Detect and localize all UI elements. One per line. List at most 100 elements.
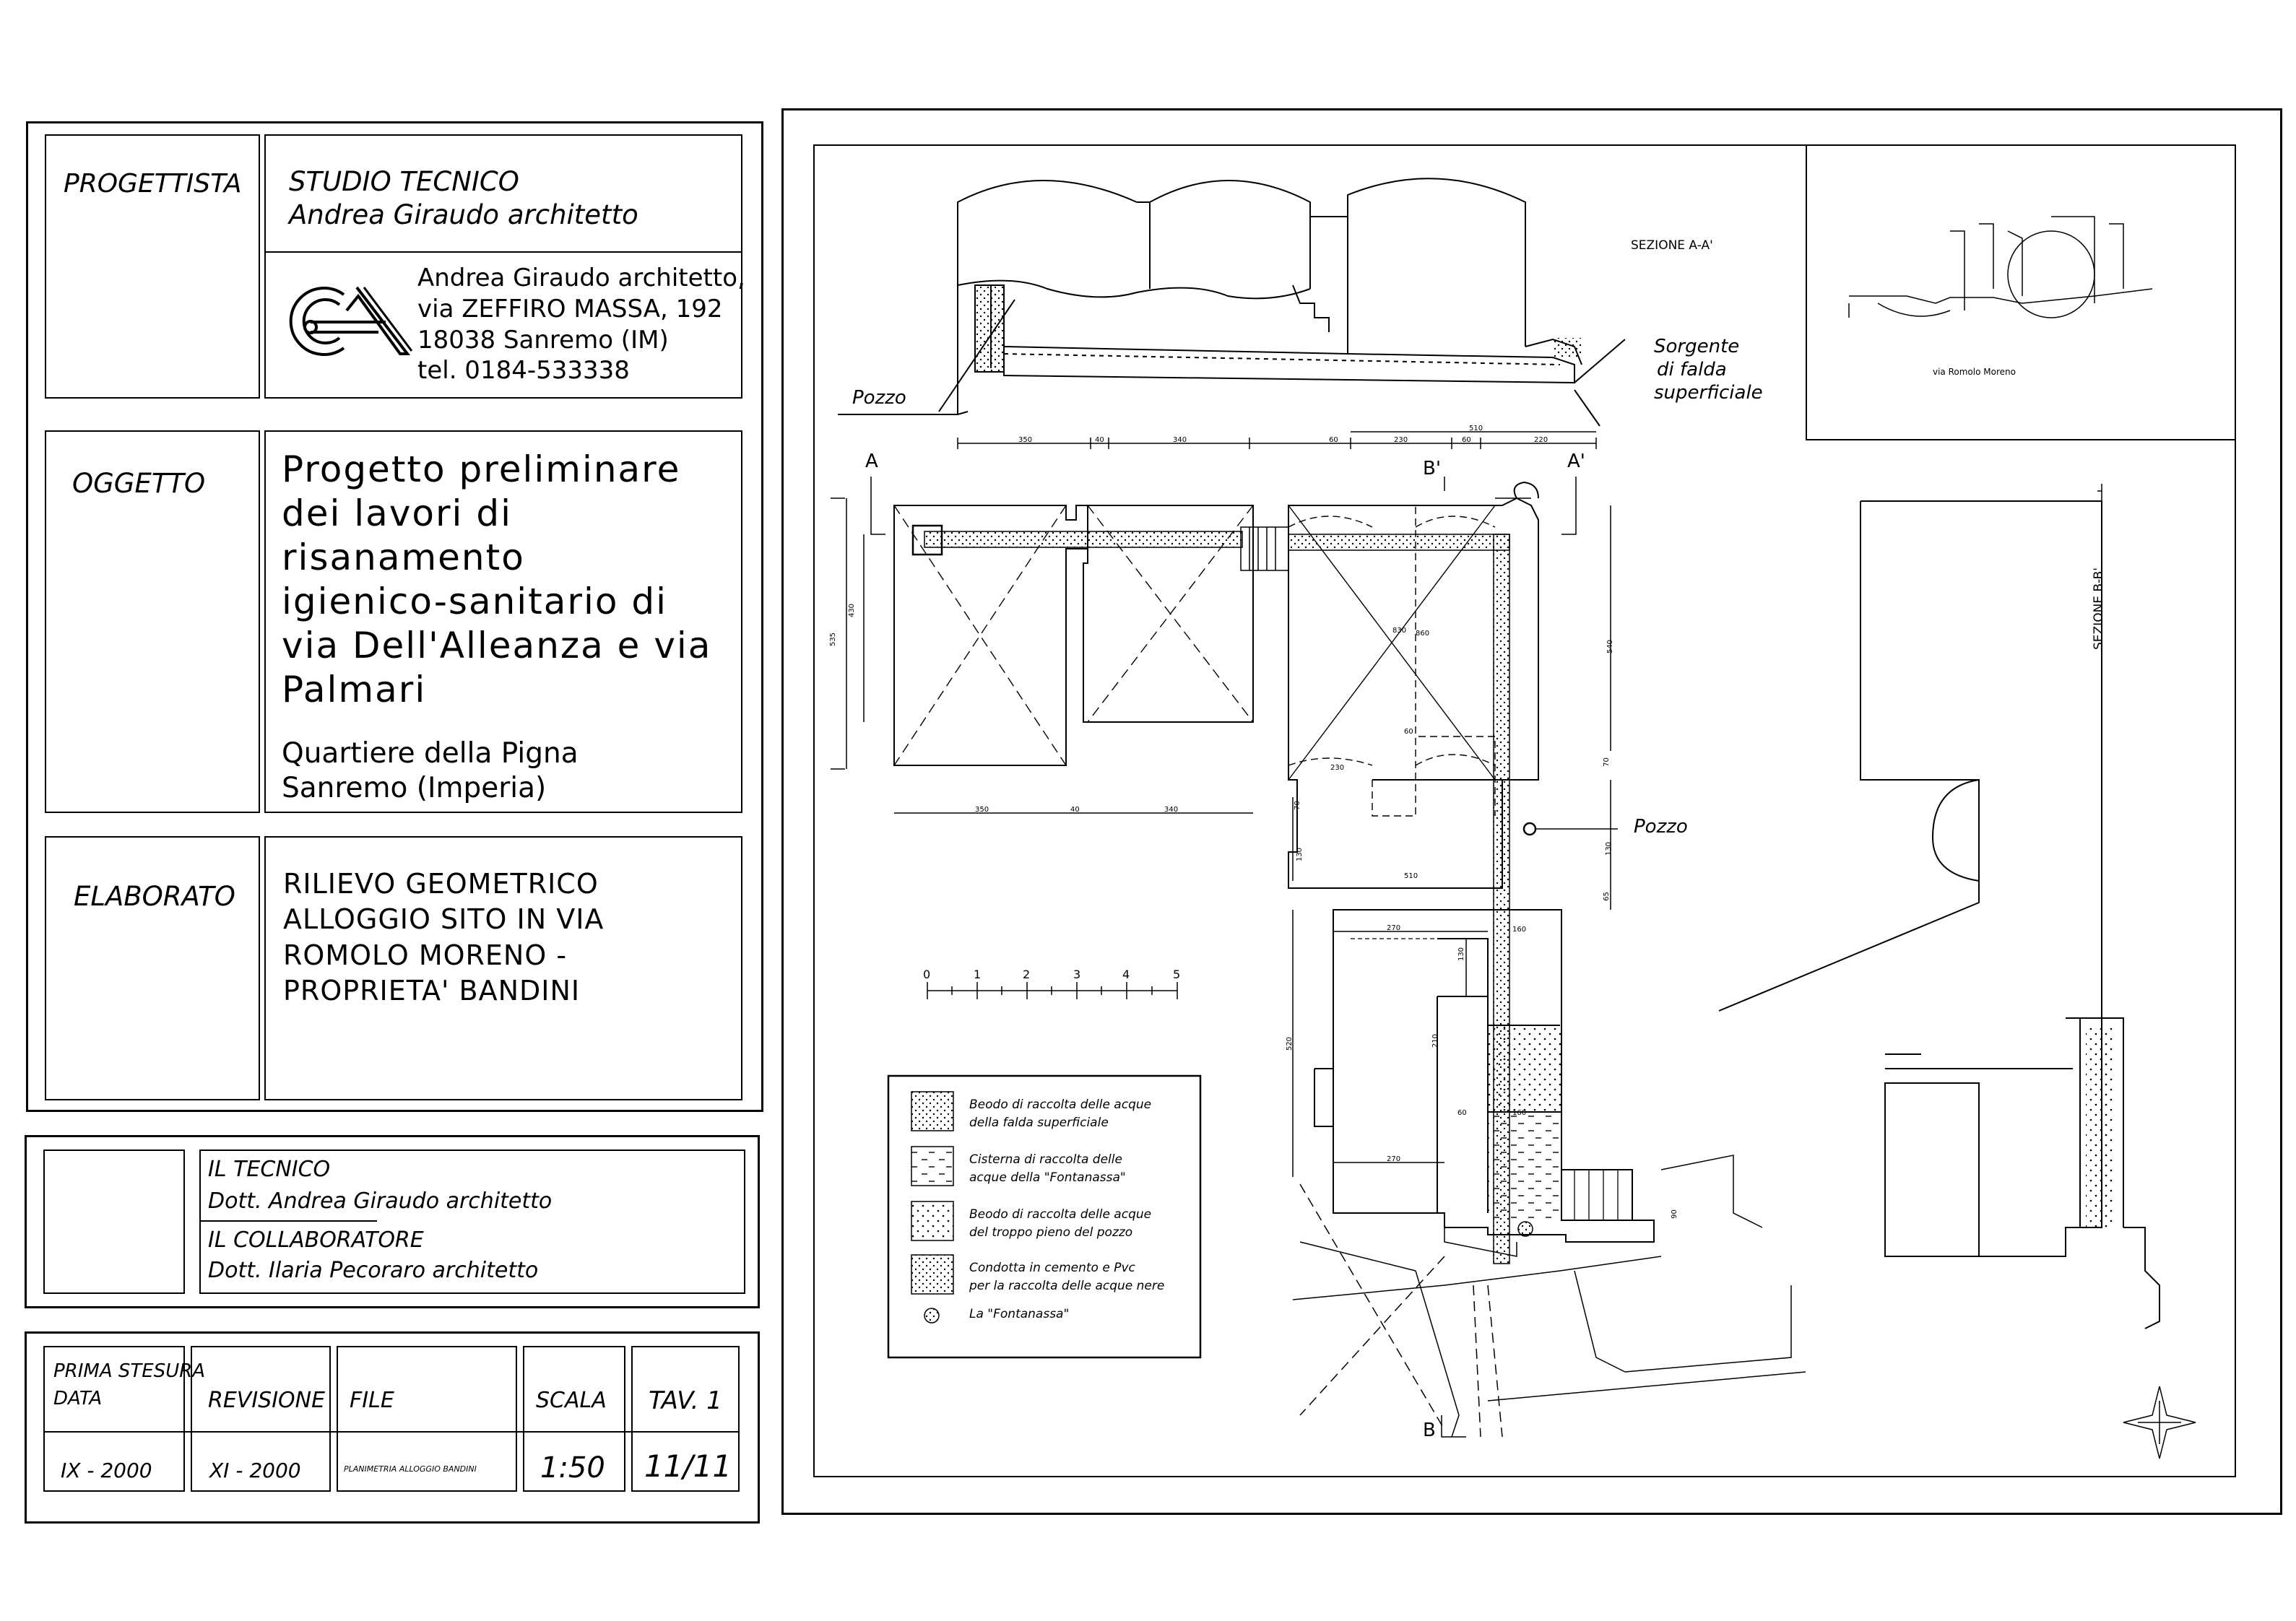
tav-label: TAV. 1 — [649, 1386, 722, 1415]
pozzo-label-center: Pozzo — [1634, 816, 1688, 838]
scale-tick: 1 — [974, 968, 982, 981]
dim-text: 130 — [1457, 947, 1466, 962]
pozzo-center — [1522, 822, 1537, 836]
dim-text: 520 — [1286, 1036, 1294, 1051]
oggetto-line: via Dell'Alleanza e via — [282, 625, 712, 666]
pozzo-top — [911, 524, 943, 556]
street-outlines — [1292, 1155, 1806, 1438]
tecnico-divider — [199, 1220, 377, 1222]
elaborato-label-cell — [45, 836, 260, 1100]
dim-text: 540 — [1606, 639, 1615, 654]
quartiere-line: Sanremo (Imperia) — [282, 772, 547, 805]
collab-label: IL COLLABORATORE — [208, 1227, 424, 1253]
file-label: FILE — [350, 1388, 394, 1413]
elaborato-text: RILIEVO GEOMETRICO ALLOGGIO SITO IN VIA … — [283, 866, 604, 1009]
dim-text: 340 — [1173, 436, 1187, 444]
tecnico-stamp-cell — [43, 1150, 185, 1294]
elaborato-label: ELABORATO — [74, 881, 235, 912]
elaborato-line: ROMOLO MORENO - — [283, 939, 568, 971]
legend-line: Cisterna di raccolta delle — [969, 1152, 1122, 1167]
elaborato-line: RILIEVO GEOMETRICO — [283, 868, 599, 900]
legend-swatch-fontanassa — [924, 1308, 940, 1324]
section-bb — [1718, 484, 2160, 1329]
address-line: Andrea Giraudo architetto, — [417, 264, 745, 292]
legend-item-fontanassa: La "Fontanassa" — [969, 1305, 1069, 1324]
plan-left-rooms — [831, 497, 1254, 814]
sorgente-line: Sorgente — [1654, 336, 1740, 357]
dim-text: 220 — [1534, 436, 1548, 444]
info-cell-tav — [631, 1346, 740, 1492]
dim-text: 510 — [1404, 872, 1418, 880]
oggetto-text: Progetto preliminare dei lavori di risan… — [282, 448, 711, 712]
section-aa — [838, 178, 1626, 427]
location-map-sketch — [1848, 216, 2153, 318]
progettista-label-cell — [45, 134, 260, 399]
dim-text: 210 — [1431, 1033, 1440, 1048]
stairs-top — [1240, 526, 1289, 571]
dimension-lines-plan — [1292, 505, 1611, 1177]
dim-text: 60 — [1404, 728, 1413, 736]
file-value: PLANIMETRIA ALLOGGIO BANDINI — [344, 1464, 477, 1474]
scale-bar — [927, 982, 1178, 999]
dim-text: 40 — [1095, 436, 1104, 444]
dim-text: 270 — [1387, 924, 1401, 932]
scale-tick: 5 — [1173, 968, 1181, 981]
oggetto-line: dei lavori di — [282, 492, 512, 534]
dim-text: 70 — [1293, 801, 1301, 810]
title-block-main — [26, 121, 763, 1112]
legend-item-troppo-pieno: Beodo di raccolta delle acque del troppo… — [969, 1206, 1151, 1241]
sezione-aa-label: SEZIONE A-A' — [1631, 238, 1713, 253]
legend-line: La "Fontanassa" — [969, 1307, 1070, 1321]
oggetto-line: Progetto preliminare — [282, 448, 681, 490]
dim-text: 60 — [1329, 436, 1338, 444]
stesura-label-2: DATA — [53, 1388, 103, 1409]
info-row-divider — [43, 1431, 740, 1433]
sorgente-line: di falda — [1657, 359, 1727, 381]
studio-line-2: Andrea Giraudo architetto — [289, 199, 638, 230]
sezione-bb-label: SEZIONE B-B' — [2092, 568, 2106, 650]
oggetto-label: OGGETTO — [72, 468, 206, 499]
dim-text: 535 — [829, 632, 838, 647]
dim-text: 130 — [1605, 841, 1613, 856]
dim-text: 230 — [1330, 764, 1345, 772]
collab-name: Dott. Ilaria Pecoraro architetto — [208, 1258, 539, 1283]
legend-line: Beodo di raccolta delle acque — [969, 1207, 1152, 1222]
dim-text: 230 — [1394, 436, 1408, 444]
studio-divider — [264, 251, 742, 253]
via-romolo-label: via Romolo Moreno — [1933, 367, 2016, 377]
dim-text: 350 — [975, 806, 989, 814]
oggetto-label-cell — [45, 430, 260, 813]
dim-text: 860 — [1416, 630, 1430, 638]
scala-label: SCALA — [536, 1388, 607, 1413]
pozzo-label-top: Pozzo — [852, 387, 906, 409]
scale-tick: 2 — [1023, 968, 1031, 981]
marker-b: B — [1423, 1420, 1436, 1441]
dim-text: 350 — [1018, 436, 1033, 444]
studio-line-1: STUDIO TECNICO — [289, 166, 519, 197]
tecnico-block — [25, 1135, 760, 1308]
location-map-frame — [1806, 144, 2236, 440]
dim-text: 160 — [1512, 1109, 1527, 1117]
oggetto-line: igienico-sanitario di — [282, 581, 667, 622]
info-cell-stesura — [43, 1346, 185, 1492]
drain-channel-top — [924, 531, 1243, 548]
legend-line: Condotta in cemento e Pvc — [969, 1261, 1135, 1275]
sorgente-label: Sorgente di falda superficiale — [1654, 335, 1763, 405]
marker-b-prime: B' — [1423, 458, 1441, 479]
legend-item-cisterna: Cisterna di raccolta delle acque della "… — [969, 1151, 1126, 1186]
address-line: via ZEFFIRO MASSA, 192 — [417, 294, 723, 323]
elaborato-line: ALLOGGIO SITO IN VIA — [283, 903, 605, 936]
section-markers — [870, 477, 1577, 1438]
sorgente-line: superficiale — [1654, 382, 1763, 404]
legend-item-falda: Beodo di raccolta delle acque della fald… — [969, 1096, 1151, 1131]
marker-a: A — [865, 451, 878, 472]
info-cell-scala — [523, 1346, 625, 1492]
marker-a-prime: A' — [1567, 451, 1585, 472]
info-cell-revisione — [191, 1346, 331, 1492]
tecnico-label: IL TECNICO — [208, 1157, 331, 1182]
legend-frame — [887, 1074, 1202, 1359]
quartiere-text: Quartiere della Pigna Sanremo (Imperia) — [282, 736, 579, 807]
revisione-label: REVISIONE — [208, 1388, 326, 1413]
address-line: tel. 0184-533338 — [417, 356, 630, 386]
